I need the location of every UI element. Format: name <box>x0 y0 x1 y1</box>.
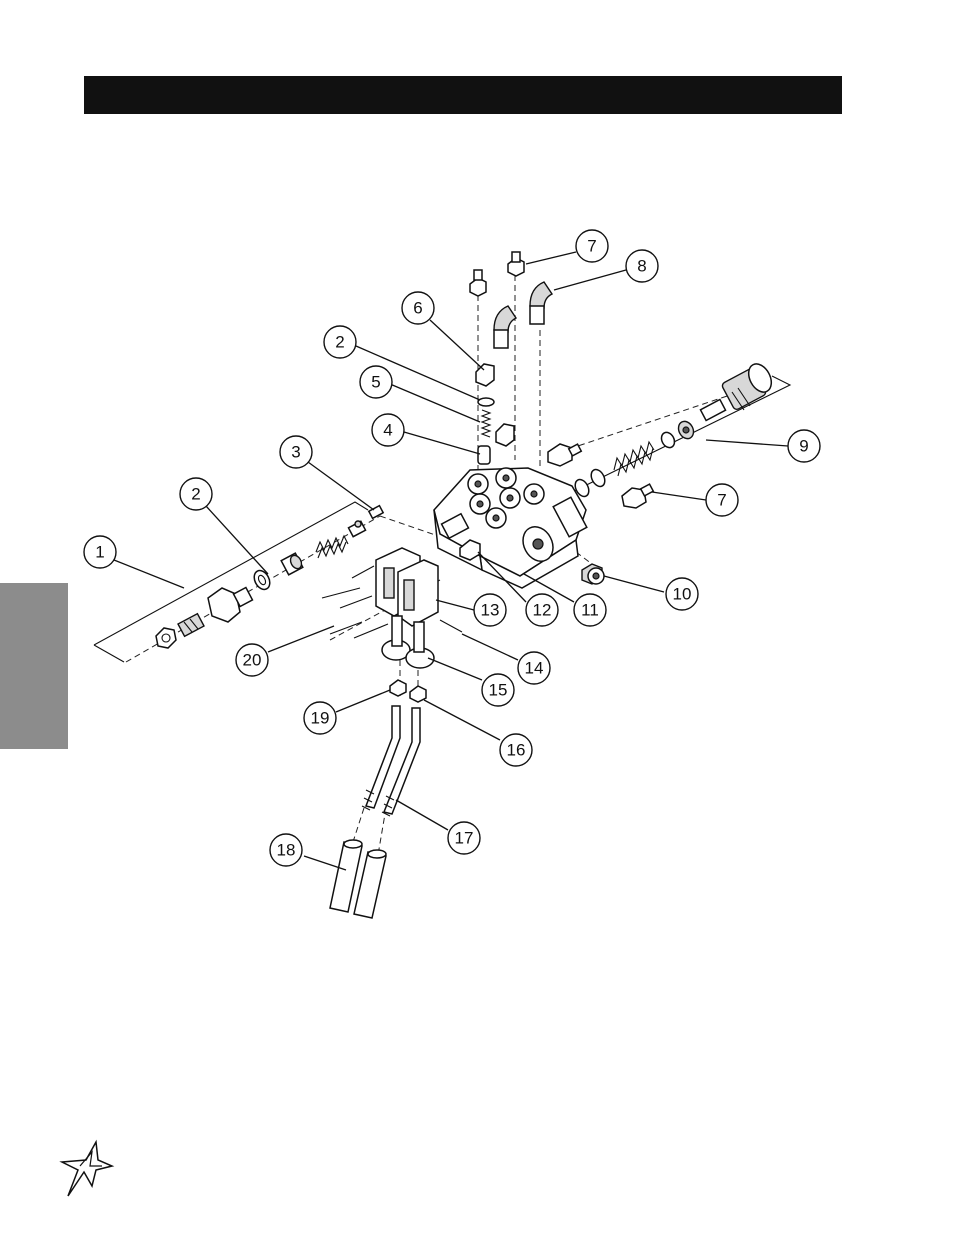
nut-19-part <box>390 680 406 696</box>
callout-label: 6 <box>413 299 422 318</box>
callout-10: 10 <box>666 578 698 610</box>
callout-label: 11 <box>581 601 599 620</box>
callout-2-left: 2 <box>180 478 212 510</box>
callout-label: 18 <box>277 841 296 860</box>
callout-15: 15 <box>482 674 514 706</box>
callout-label: 2 <box>335 333 344 352</box>
callout-label: 10 <box>673 585 692 604</box>
callout-label: 14 <box>525 659 544 678</box>
callout-14: 14 <box>518 652 550 684</box>
elbow-fitting-8-part <box>530 282 552 324</box>
callout-1: 1 <box>84 536 116 568</box>
washer-part <box>251 568 273 592</box>
callout-label: 4 <box>383 421 392 440</box>
leader-lines <box>114 252 788 870</box>
callout-17: 17 <box>448 822 480 854</box>
grease-fitting-top-left-part <box>470 270 486 296</box>
callout-8: 8 <box>626 250 658 282</box>
elbow-fitting-left-part <box>494 306 516 348</box>
plug-10-part <box>582 564 604 584</box>
pin-14-part <box>440 620 462 632</box>
spring-5-part <box>482 410 490 437</box>
assembly-bracket-1 <box>94 502 368 662</box>
callout-label: 15 <box>489 681 508 700</box>
callout-label: 2 <box>191 485 200 504</box>
spring-seat-part <box>281 553 304 575</box>
star-logo-icon <box>62 1142 112 1196</box>
callout-18: 18 <box>270 834 302 866</box>
callout-6: 6 <box>402 292 434 324</box>
grip-18-part <box>330 840 386 918</box>
callout-label: 16 <box>507 741 526 760</box>
callout-9: 9 <box>788 430 820 462</box>
callout-12: 12 <box>526 594 558 626</box>
relief-spring-part <box>614 442 654 476</box>
callout-11: 11 <box>574 594 606 626</box>
callout-7-right: 7 <box>706 484 738 516</box>
hex-plug-6-part <box>476 364 494 386</box>
handle-17-part <box>362 706 420 816</box>
detent-cap-part <box>208 588 252 622</box>
relief-poppet-part <box>700 400 725 421</box>
callout-label: 5 <box>371 373 380 392</box>
callout-label: 9 <box>799 437 808 456</box>
callout-3: 3 <box>280 436 312 468</box>
callout-label: 8 <box>637 257 646 276</box>
callout-label: 7 <box>587 237 596 256</box>
hex-plug-top-part <box>496 424 514 446</box>
callout-20: 20 <box>236 644 268 676</box>
poppet-4-part <box>478 446 490 464</box>
hex-nut-part <box>156 628 176 648</box>
callout-label: 1 <box>95 543 104 562</box>
assembly-axes <box>126 275 760 855</box>
callout-label: 7 <box>717 491 726 510</box>
relief-seat-part <box>659 419 696 450</box>
callout-label: 19 <box>311 709 330 728</box>
detent-spring-part <box>316 536 348 558</box>
fitting-right-part <box>548 444 581 466</box>
relief-cap-part <box>721 360 776 411</box>
nut-16-part <box>410 686 426 702</box>
callout-label: 13 <box>481 601 500 620</box>
handle-bracket-part <box>376 548 438 626</box>
set-screw-part <box>178 614 204 637</box>
valve-body-part <box>434 468 587 588</box>
callout-13: 13 <box>474 594 506 626</box>
washer-2-top-part <box>478 398 494 406</box>
callout-label: 17 <box>455 829 474 848</box>
callout-label: 20 <box>243 651 262 670</box>
callout-5: 5 <box>360 366 392 398</box>
callout-7-top: 7 <box>576 230 608 262</box>
callout-2-top: 2 <box>324 326 356 358</box>
callout-19: 19 <box>304 702 336 734</box>
callout-16: 16 <box>500 734 532 766</box>
callout-label: 3 <box>291 443 300 462</box>
callout-label: 12 <box>533 601 552 620</box>
detent-pin-part <box>348 521 365 537</box>
grease-fitting-7-lower-part <box>622 484 653 508</box>
callout-4: 4 <box>372 414 404 446</box>
grease-fitting-7-top-part <box>508 252 524 276</box>
